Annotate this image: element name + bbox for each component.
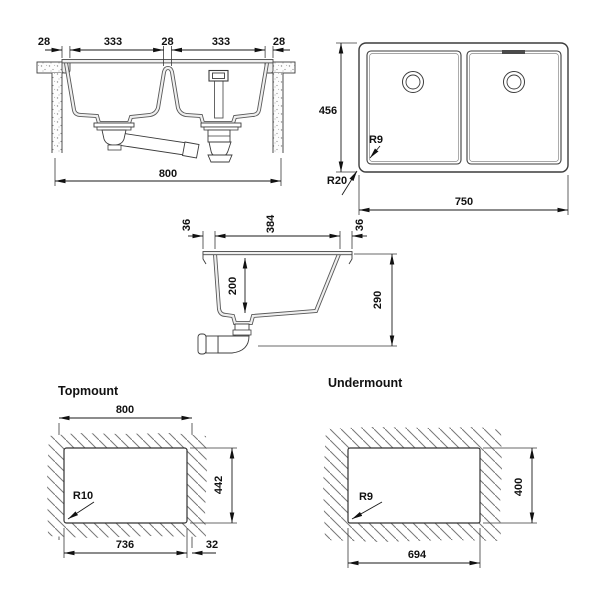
label-r9: R9 xyxy=(369,134,383,146)
topmount-radius-callout: R10 xyxy=(67,490,95,520)
topmount-442-dimension: 442 xyxy=(190,447,237,524)
dim-400: 400 xyxy=(513,478,525,496)
topmount-view: Topmount 800 R10 442 736 32 xyxy=(47,384,237,558)
undermount-400-dimension: 400 xyxy=(483,447,537,524)
dim-333-right: 333 xyxy=(212,36,230,48)
side-drain-trap xyxy=(197,323,252,355)
side-rim xyxy=(202,251,353,256)
side-bowl-walls xyxy=(202,252,353,325)
topmount-cutout xyxy=(63,447,188,524)
dim-800: 800 xyxy=(159,168,177,180)
overflow-assembly xyxy=(208,69,229,119)
dim-36-right: 36 xyxy=(354,219,366,231)
label-r20: R20 xyxy=(327,175,347,187)
front-top-dimensions: 28 333 28 333 28 xyxy=(38,36,290,66)
sink-bowl-walls xyxy=(64,62,269,125)
label-r10: R10 xyxy=(73,490,93,502)
plan-depth-dimension: 456 xyxy=(319,42,357,173)
undermount-radius-callout: R9 xyxy=(351,491,383,520)
dim-32: 32 xyxy=(206,539,218,551)
plan-width-dimension: 750 xyxy=(358,175,569,215)
dim-28-right: 28 xyxy=(273,36,285,48)
dim-333-left: 333 xyxy=(104,36,122,48)
dim-384: 384 xyxy=(265,214,277,233)
dim-456: 456 xyxy=(319,105,337,117)
topmount-736-dimension: 736 32 xyxy=(63,528,218,558)
undermount-view: Undermount R9 400 694 xyxy=(323,376,537,568)
dim-750: 750 xyxy=(455,196,473,208)
countertop-section-left xyxy=(36,61,64,153)
front-section-view: 28 333 28 333 28 800 xyxy=(36,36,296,186)
front-overall-dimension: 800 xyxy=(54,158,282,186)
radius-callouts: R9 R20 xyxy=(327,134,383,196)
bowl-left xyxy=(366,50,462,165)
dim-442: 442 xyxy=(213,476,225,494)
undermount-cutout xyxy=(347,447,481,524)
left-drain-basket xyxy=(101,129,127,151)
side-section-view: 36 384 36 200 290 xyxy=(181,214,397,355)
dim-200: 200 xyxy=(227,277,239,295)
plan-view: 456 R9 R20 750 xyxy=(319,42,569,215)
right-drain-trap xyxy=(200,122,242,163)
overflow-slot xyxy=(502,50,525,54)
bowl-depth-dimension: 200 xyxy=(227,258,248,313)
undermount-694-dimension: 694 xyxy=(347,528,481,568)
bowl-right xyxy=(466,50,562,165)
dim-28-left: 28 xyxy=(38,36,50,48)
dim-28-mid: 28 xyxy=(161,36,173,48)
dim-736: 736 xyxy=(116,539,134,551)
topmount-title: Topmount xyxy=(58,384,119,398)
undermount-title: Undermount xyxy=(328,376,403,390)
label-undermount-r9: R9 xyxy=(359,491,373,503)
dim-694: 694 xyxy=(408,549,427,561)
total-height-dimension: 290 xyxy=(258,253,397,347)
left-drain-flange xyxy=(93,122,135,131)
side-top-dimensions: 36 384 36 xyxy=(181,214,367,249)
dim-290: 290 xyxy=(372,291,384,309)
dim-36-left: 36 xyxy=(181,219,193,231)
dim-topmount-800: 800 xyxy=(116,404,134,416)
countertop-section-right xyxy=(269,61,296,153)
sink-rim xyxy=(61,59,274,64)
